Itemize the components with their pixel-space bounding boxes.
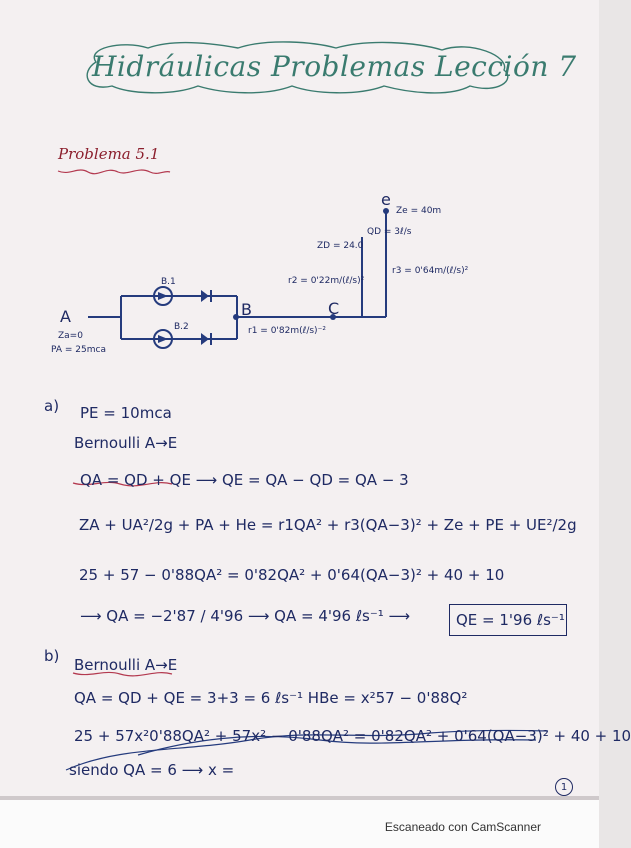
pump-b2-icon [153, 329, 173, 349]
r3-note: r3 = 0'64m/(ℓ/s)² [392, 266, 469, 276]
ze-note: Ze = 40m [396, 206, 442, 216]
title-text: Hidráulicas Problemas Lección 7 [92, 50, 577, 83]
check-valve-lower-icon [201, 333, 209, 345]
part-a-bernoulli: Bernoulli A→E [74, 434, 178, 452]
node-A-label: A [60, 307, 71, 326]
pump-b1-icon [153, 286, 173, 306]
node-C-dot [330, 314, 336, 320]
node-E-dot [383, 208, 389, 214]
pump-b2-label: B.2 [174, 322, 189, 332]
check-valve-upper-icon [201, 290, 209, 302]
part-a-pe: PE = 10mca [80, 404, 172, 422]
page-title: Hidráulicas Problemas Lección 7 [78, 38, 576, 96]
pump-b1-arrow-icon [158, 292, 168, 300]
r2-note: r2 = 0'22m/(ℓ/s)² [288, 276, 365, 286]
strike-line-1 [137, 735, 537, 756]
result-box [449, 604, 567, 636]
scanner-footer: Escaneado con CamScanner [0, 800, 599, 848]
problem-underline [57, 169, 171, 175]
node-B-dot [233, 314, 239, 320]
page-number: 1 [555, 778, 573, 796]
part-b-eq2: 25 + 57x²0'88QA² + 57x² − 0'88QA² = 0'82… [74, 727, 631, 745]
pump-b2-arrow-icon [158, 335, 168, 343]
problem-label: Problema 5.1 [58, 145, 160, 163]
pipe-network-diagram [57, 169, 549, 771]
part-b-eq1: QA = QD + QE = 3+3 = 6 ℓs⁻¹ HBe = x²57 −… [74, 689, 468, 707]
part-b-label: b) [44, 647, 60, 665]
node-B-label: B [241, 300, 252, 319]
bernoulli-a-underline [72, 481, 173, 487]
bernoulli-b-underline [72, 671, 173, 677]
strike-line-2 [65, 729, 549, 771]
pump-b1-label: B.1 [161, 277, 176, 287]
part-a-eq2: ZA + UA²/2g + PA + He = r1QA² + r3(QA−3)… [79, 516, 577, 534]
title-cloud-border [86, 41, 509, 94]
part-b-bernoulli: Bernoulli A→E [74, 656, 178, 674]
part-a-eq4: ⟶ QA = −2'87 / 4'96 ⟶ QA = 4'96 ℓs⁻¹ ⟶ [80, 607, 411, 625]
node-E-label: e [381, 190, 391, 209]
part-a-label: a) [44, 397, 60, 415]
scanned-page: Hidráulicas Problemas Lección 7 Problema… [0, 0, 631, 800]
r1-note: r1 = 0'82m(ℓ/s)⁻² [248, 326, 326, 336]
pa-note: PA = 25mca [51, 345, 106, 355]
part-b-eq3: siendo QA = 6 ⟶ x = [69, 761, 235, 779]
part-a-eq3: 25 + 57 − 0'88QA² = 0'82QA² + 0'64(QA−3)… [79, 566, 505, 584]
part-a-eq1: QA = QD + QE ⟶ QE = QA − QD = QA − 3 [80, 471, 409, 489]
qd-note: QD = 3ℓ/s [367, 227, 412, 237]
part-a-result: QE = 1'96 ℓs⁻¹ [456, 611, 565, 629]
scanner-text: Escaneado con CamScanner [384, 820, 541, 834]
zd-note: ZD = 24.0 [317, 241, 364, 251]
za-note: Za=0 [58, 331, 83, 341]
node-C-label: C [328, 299, 340, 318]
